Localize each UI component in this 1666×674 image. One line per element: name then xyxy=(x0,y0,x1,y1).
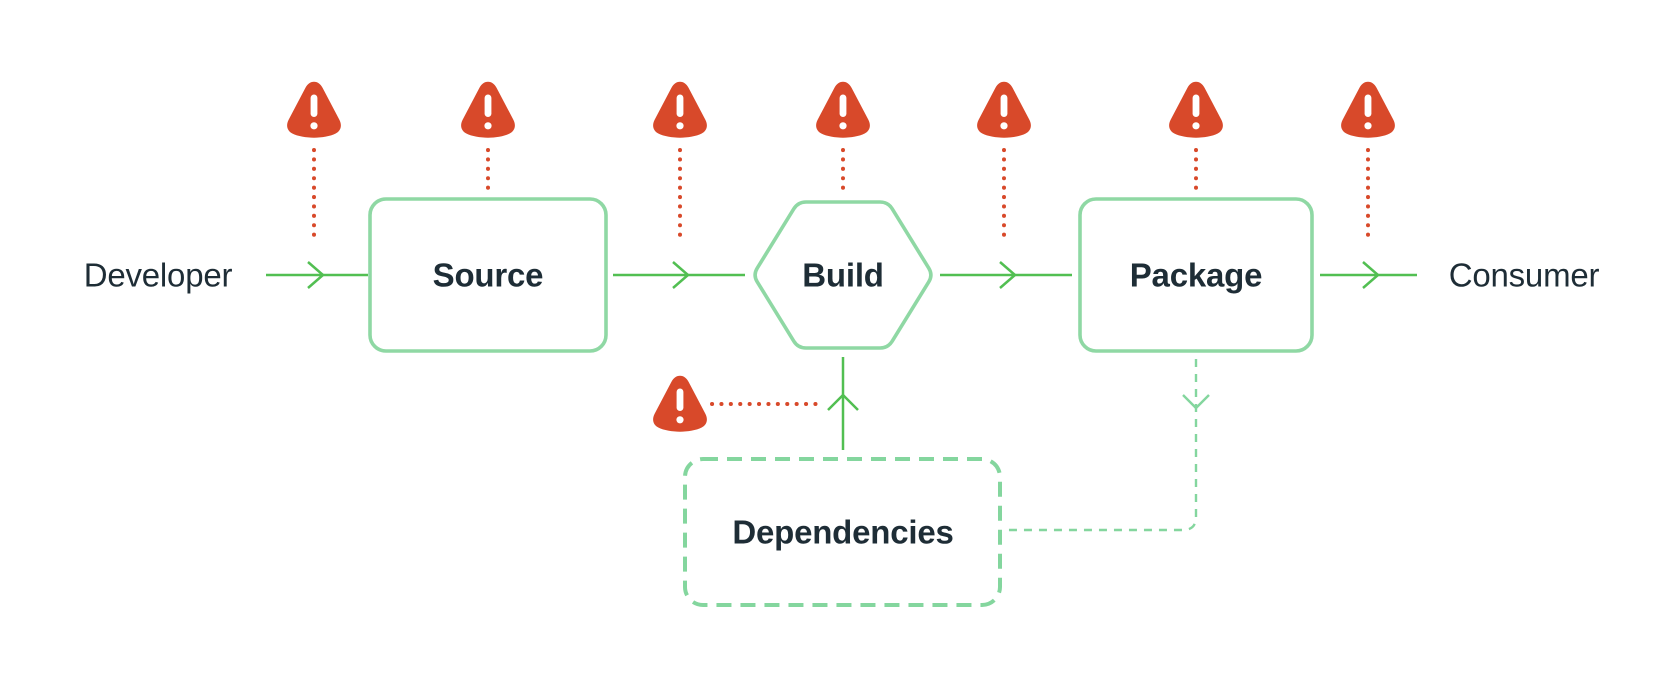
warning-triangle-icon xyxy=(287,81,341,138)
warning-triangle-icon xyxy=(461,81,515,138)
edge-package-consumer xyxy=(1320,261,1417,289)
source-node xyxy=(368,197,608,353)
consumer-label: Consumer xyxy=(1448,256,1600,294)
warning-triangle-icon xyxy=(1341,81,1395,138)
package-label: Package xyxy=(1129,256,1263,294)
source-label: Source xyxy=(432,256,544,294)
warning-triangle-icon xyxy=(977,81,1031,138)
edge-build-package xyxy=(940,261,1072,289)
edge-source-build xyxy=(613,261,745,289)
build-node xyxy=(753,200,933,350)
developer-label: Developer xyxy=(83,256,233,294)
edge-dependencies-build xyxy=(827,357,859,450)
build-label: Build xyxy=(802,256,884,294)
package-node xyxy=(1078,197,1314,353)
edge-package-dependencies xyxy=(1002,359,1210,532)
dependencies-node xyxy=(683,457,1002,607)
warning-triangle-icon xyxy=(1169,81,1223,138)
warning-triangle-icon xyxy=(653,375,707,432)
warning-triangle-icon xyxy=(653,81,707,138)
edge-developer-source xyxy=(266,261,368,289)
dependencies-label: Dependencies xyxy=(732,513,954,551)
warning-triangle-icon xyxy=(816,81,870,138)
